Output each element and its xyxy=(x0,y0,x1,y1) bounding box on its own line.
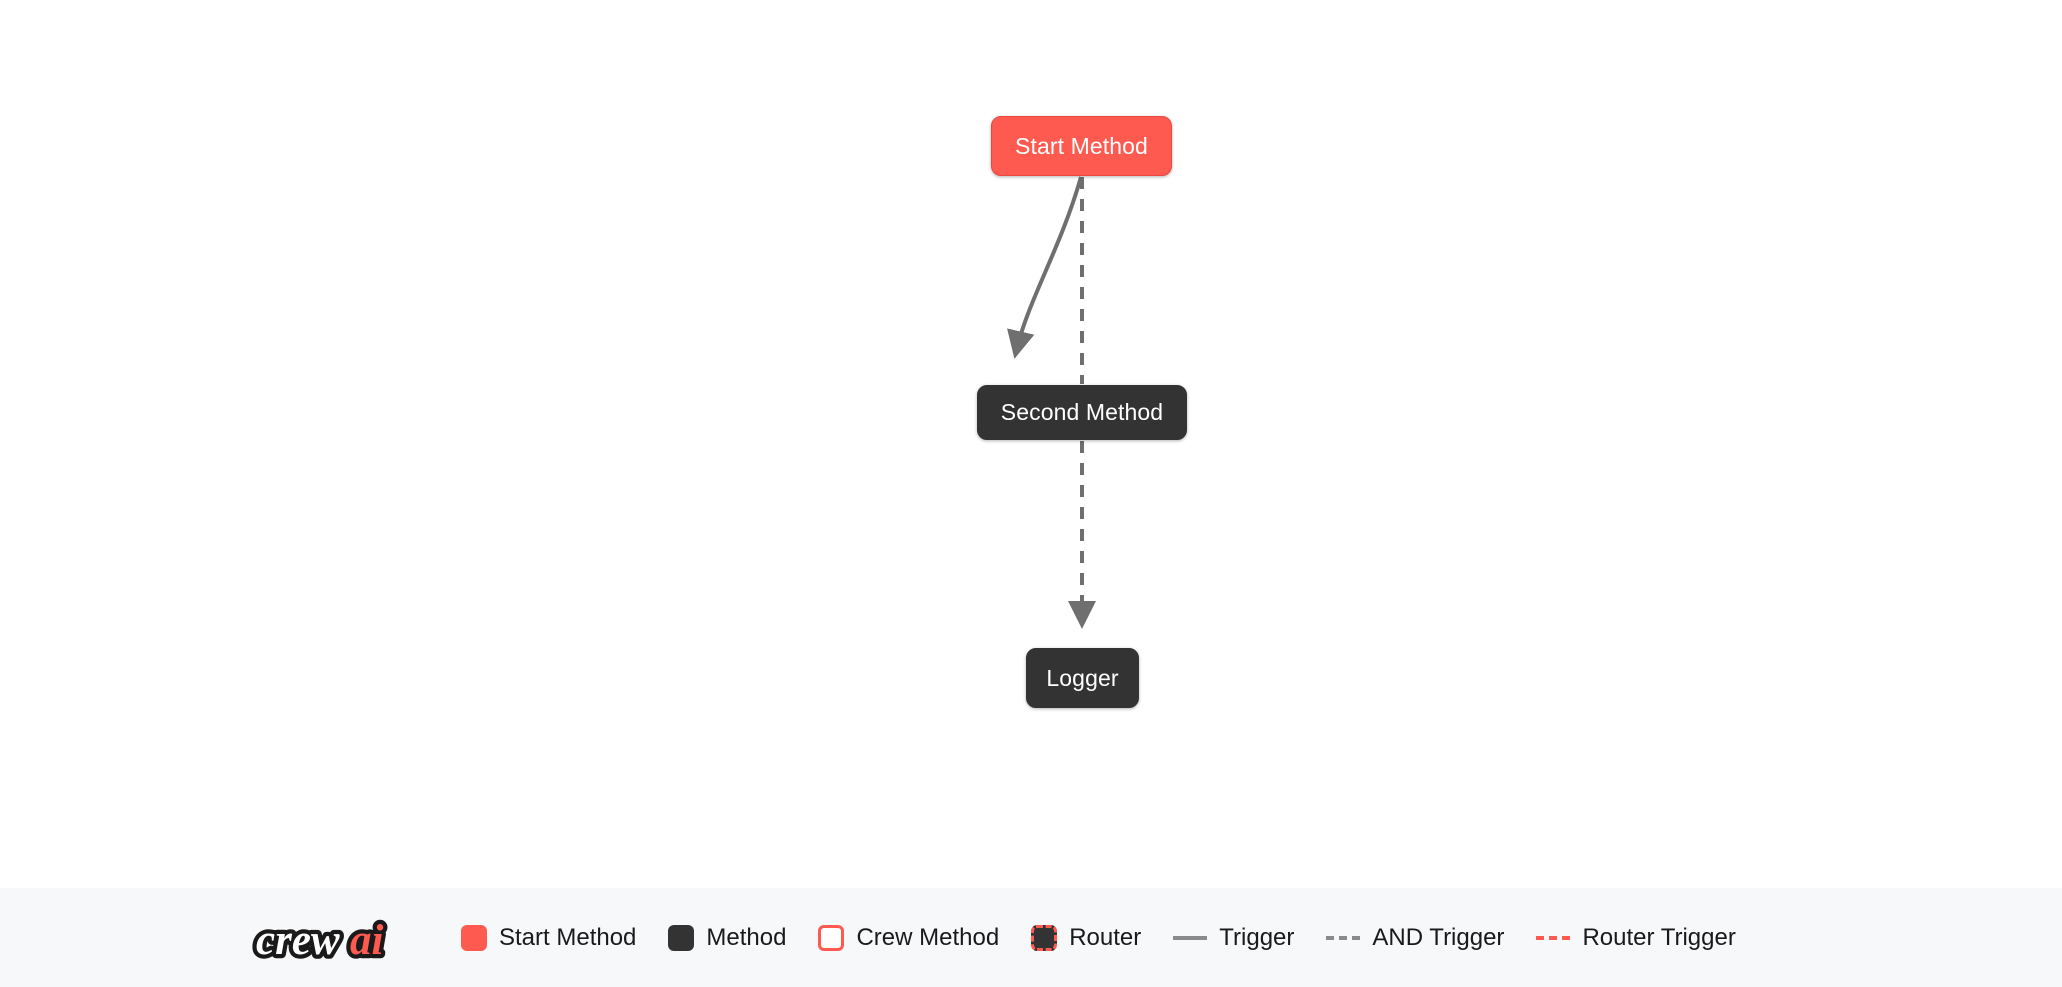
flow-canvas[interactable]: Start Method Second Method Logger xyxy=(0,0,2062,888)
node-start-method[interactable]: Start Method xyxy=(991,116,1172,176)
node-label: Start Method xyxy=(1015,132,1148,159)
node-label: Second Method xyxy=(1000,399,1164,425)
legend-label: AND Trigger xyxy=(1372,923,1505,951)
legend-item-router: Router xyxy=(1031,923,1142,951)
legend-label: Router xyxy=(1069,923,1142,951)
crewai-logo: crew crew ai ai xyxy=(252,912,388,968)
legend-item-trigger: Trigger xyxy=(1173,923,1295,951)
start-method-swatch-icon xyxy=(461,924,487,951)
router-trigger-line-icon xyxy=(1536,935,1571,940)
legend-item-and-trigger: AND Trigger xyxy=(1326,923,1505,951)
node-label: Logger xyxy=(1046,664,1119,691)
legend-item-router-trigger: Router Trigger xyxy=(1536,923,1736,951)
and-trigger-line-icon xyxy=(1326,935,1361,940)
crewai-logo-ai-outline: ai xyxy=(350,917,384,964)
crewai-logo-crew: crew xyxy=(256,917,340,964)
legend-label: Crew Method xyxy=(856,923,1000,951)
legend-label: Start Method xyxy=(499,923,637,951)
node-logger[interactable]: Logger xyxy=(1026,648,1139,708)
legend-label: Router Trigger xyxy=(1582,923,1736,951)
method-swatch-icon xyxy=(668,924,695,951)
router-swatch-icon xyxy=(1031,924,1058,951)
trigger-line-icon xyxy=(1173,935,1208,940)
legend-item-crew-method: Crew Method xyxy=(818,923,1000,951)
node-second-method[interactable]: Second Method xyxy=(977,385,1187,440)
edge-trigger-start-second xyxy=(1007,176,1083,359)
legend-label: Method xyxy=(706,923,787,951)
legend-item-method: Method xyxy=(668,923,787,951)
edge-layer xyxy=(1007,176,1096,629)
legend-label: Trigger xyxy=(1219,923,1295,951)
crewai-logo-crew-outline: crew xyxy=(256,917,340,964)
crewai-logo-ai: ai xyxy=(350,917,384,964)
legend-bar: crew crew ai ai Start Method Method Crew… xyxy=(0,888,2062,987)
legend-item-start-method: Start Method xyxy=(461,923,637,951)
crew-method-swatch-icon xyxy=(818,924,845,951)
